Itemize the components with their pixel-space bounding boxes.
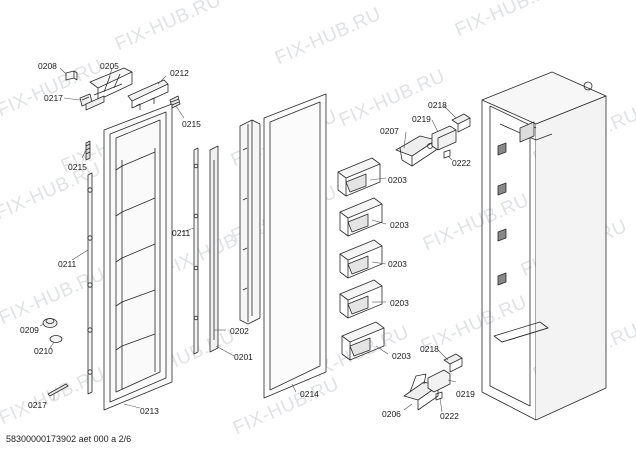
part-0210 — [49, 335, 63, 343]
part-label: 0203 — [388, 259, 407, 269]
part-0222-screw — [443, 149, 451, 159]
part-label: 0206 — [382, 409, 401, 419]
part-0207-hinge — [395, 135, 437, 167]
part-label: 0215 — [182, 119, 201, 129]
part-label: 0205 — [100, 61, 119, 71]
part-0203-shelf — [341, 321, 385, 361]
part-0217-rod — [47, 383, 69, 397]
part-label: 0215 — [68, 162, 87, 172]
part-0203-shelf — [339, 197, 383, 237]
part-0213-door-inner — [103, 103, 173, 411]
part-label: 0209 — [20, 325, 39, 335]
part-label: 0217 — [28, 400, 47, 410]
part-label: 0203 — [390, 220, 409, 230]
part-label: 0217 — [44, 93, 63, 103]
part-0218-block-lower — [443, 353, 463, 373]
part-label: 0201 — [234, 352, 253, 362]
part-label: 0219 — [412, 114, 431, 124]
part-label: 0214 — [300, 389, 319, 399]
part-0218-block — [451, 113, 471, 133]
part-0214-gasket — [263, 93, 327, 399]
part-label: 0222 — [440, 411, 459, 421]
part-0222-screw-lower — [435, 391, 443, 401]
part-0211-bar-left — [87, 172, 93, 395]
part-0219-bracket-lower — [427, 369, 451, 393]
part-label: 0218 — [420, 344, 439, 354]
part-label: 0211 — [58, 259, 77, 269]
part-label: 0208 — [38, 61, 57, 71]
part-0215-pin-left — [85, 140, 91, 161]
part-0208-clip — [65, 70, 78, 81]
part-0203-shelf — [339, 239, 383, 279]
part-label: 0207 — [380, 126, 399, 136]
part-label: 0203 — [392, 351, 411, 361]
part-0219-bracket — [431, 125, 457, 151]
part-label: 0213 — [140, 406, 159, 416]
part-label: 0219 — [456, 389, 475, 399]
part-0202-profile — [239, 119, 261, 325]
part-0201-strip — [209, 145, 219, 353]
diagram-footer-code: 58300000173902 aet 000 a 2/6 — [6, 434, 132, 444]
part-0209 — [42, 318, 58, 328]
part-0203-shelf — [337, 157, 381, 197]
part-label: 0212 — [170, 68, 189, 78]
part-0203-shelf — [339, 279, 383, 319]
cabinet-body — [481, 71, 607, 421]
part-label: 0203 — [388, 175, 407, 185]
part-label: 0211 — [172, 228, 191, 238]
part-label: 0210 — [34, 346, 53, 356]
leader-lines — [39, 67, 457, 413]
part-label: 0202 — [230, 326, 249, 336]
part-0211-rail — [193, 147, 199, 355]
part-0205-cover — [85, 67, 133, 111]
part-label: 0218 — [428, 100, 447, 110]
part-label: 0203 — [390, 298, 409, 308]
part-label: 0222 — [452, 158, 471, 168]
part-0212-trim — [127, 79, 169, 110]
